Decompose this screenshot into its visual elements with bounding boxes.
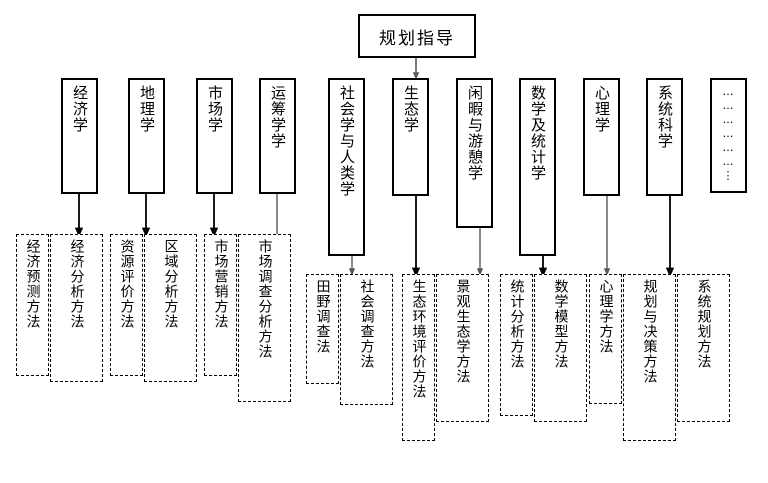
method-box-market-survey[interactable]: 市场调查分析方法 [238, 234, 291, 402]
method-label-landscape-eco: 景观生态学方法 [454, 279, 471, 384]
ellipsis-row: … [722, 113, 735, 126]
method-box-psych-method[interactable]: 心理学方法 [589, 274, 622, 404]
method-label-psych-method: 心理学方法 [597, 279, 614, 354]
ellipsis-row: … [722, 155, 735, 168]
method-label-system-plan: 系统规划方法 [695, 279, 712, 369]
method-label-field-survey: 田野调查法 [314, 279, 331, 354]
discipline-box-economics[interactable]: 经济学 [61, 78, 98, 194]
discipline-label-psychology: 心理学 [593, 85, 611, 133]
method-label-region-analysis: 区域分析方法 [162, 239, 179, 329]
discipline-box-marketing[interactable]: 市场学 [196, 78, 233, 194]
discipline-box-operations-research[interactable]: 运筹学学 [259, 78, 296, 194]
discipline-label-mathematics-statistics: 数学及统计学 [529, 85, 547, 181]
discipline-label-sociology-anthropology: 社会学与人类学 [338, 85, 356, 197]
discipline-label-geography: 地理学 [138, 85, 156, 133]
method-label-social-survey: 社会调查方法 [358, 279, 375, 369]
method-box-econ-forecast[interactable]: 经济预测方法 [16, 234, 49, 376]
discipline-label-ecology: 生态学 [402, 85, 420, 133]
discipline-box-ecology[interactable]: 生态学 [392, 78, 429, 196]
method-label-econ-analysis: 经济分析方法 [68, 239, 85, 329]
method-box-math-model[interactable]: 数学模型方法 [534, 274, 587, 422]
method-label-resource-eval: 资源评价方法 [118, 239, 135, 329]
discipline-label-economics: 经济学 [71, 85, 89, 133]
ellipsis-row: ⋮ [722, 169, 735, 182]
discipline-box-leisure-recreation[interactable]: 闲暇与游憩学 [456, 78, 493, 228]
method-label-eco-env-eval: 生态环境评价方法 [410, 279, 427, 399]
discipline-box-systems-science[interactable]: 系统科学 [646, 78, 683, 196]
discipline-box-psychology[interactable]: 心理学 [583, 78, 620, 196]
discipline-box-geography[interactable]: 地理学 [128, 78, 165, 194]
discipline-label-systems-science: 系统科学 [656, 85, 674, 149]
method-box-stat-analysis[interactable]: 统计分析方法 [500, 274, 533, 416]
discipline-label-operations-research: 运筹学学 [269, 85, 287, 149]
ellipsis-icon: … … … … … … ⋮ [723, 80, 735, 181]
method-box-plan-decision[interactable]: 规划与决策方法 [623, 274, 676, 441]
method-label-math-model: 数学模型方法 [552, 279, 569, 369]
method-label-econ-forecast: 经济预测方法 [24, 239, 41, 329]
method-label-market-survey: 市场调查分析方法 [256, 239, 273, 359]
method-box-market-promo[interactable]: 市场营销方法 [204, 234, 237, 376]
method-box-landscape-eco[interactable]: 景观生态学方法 [436, 274, 489, 422]
ellipsis-row: … [722, 141, 735, 154]
discipline-label-leisure-recreation: 闲暇与游憩学 [466, 85, 484, 181]
method-box-eco-env-eval[interactable]: 生态环境评价方法 [402, 274, 435, 441]
ellipsis-row: … [722, 127, 735, 140]
ellipsis-row: … [722, 85, 735, 98]
method-label-stat-analysis: 统计分析方法 [508, 279, 525, 369]
root-node-planning-guidance[interactable]: 规划指导 [358, 14, 476, 58]
discipline-box-more-ellipsis[interactable]: … … … … … … ⋮ [710, 78, 747, 193]
method-box-resource-eval[interactable]: 资源评价方法 [110, 234, 143, 376]
method-box-system-plan[interactable]: 系统规划方法 [677, 274, 730, 422]
root-node-label: 规划指导 [379, 28, 455, 49]
method-label-plan-decision: 规划与决策方法 [641, 279, 658, 384]
discipline-label-marketing: 市场学 [206, 85, 224, 133]
method-label-market-promo: 市场营销方法 [212, 239, 229, 329]
method-box-field-survey[interactable]: 田野调查法 [306, 274, 339, 384]
method-box-econ-analysis[interactable]: 经济分析方法 [50, 234, 103, 382]
method-box-social-survey[interactable]: 社会调查方法 [340, 274, 393, 405]
method-box-region-analysis[interactable]: 区域分析方法 [144, 234, 197, 382]
ellipsis-row: … [722, 99, 735, 112]
discipline-box-sociology-anthropology[interactable]: 社会学与人类学 [328, 78, 365, 256]
discipline-box-mathematics-statistics[interactable]: 数学及统计学 [519, 78, 556, 256]
